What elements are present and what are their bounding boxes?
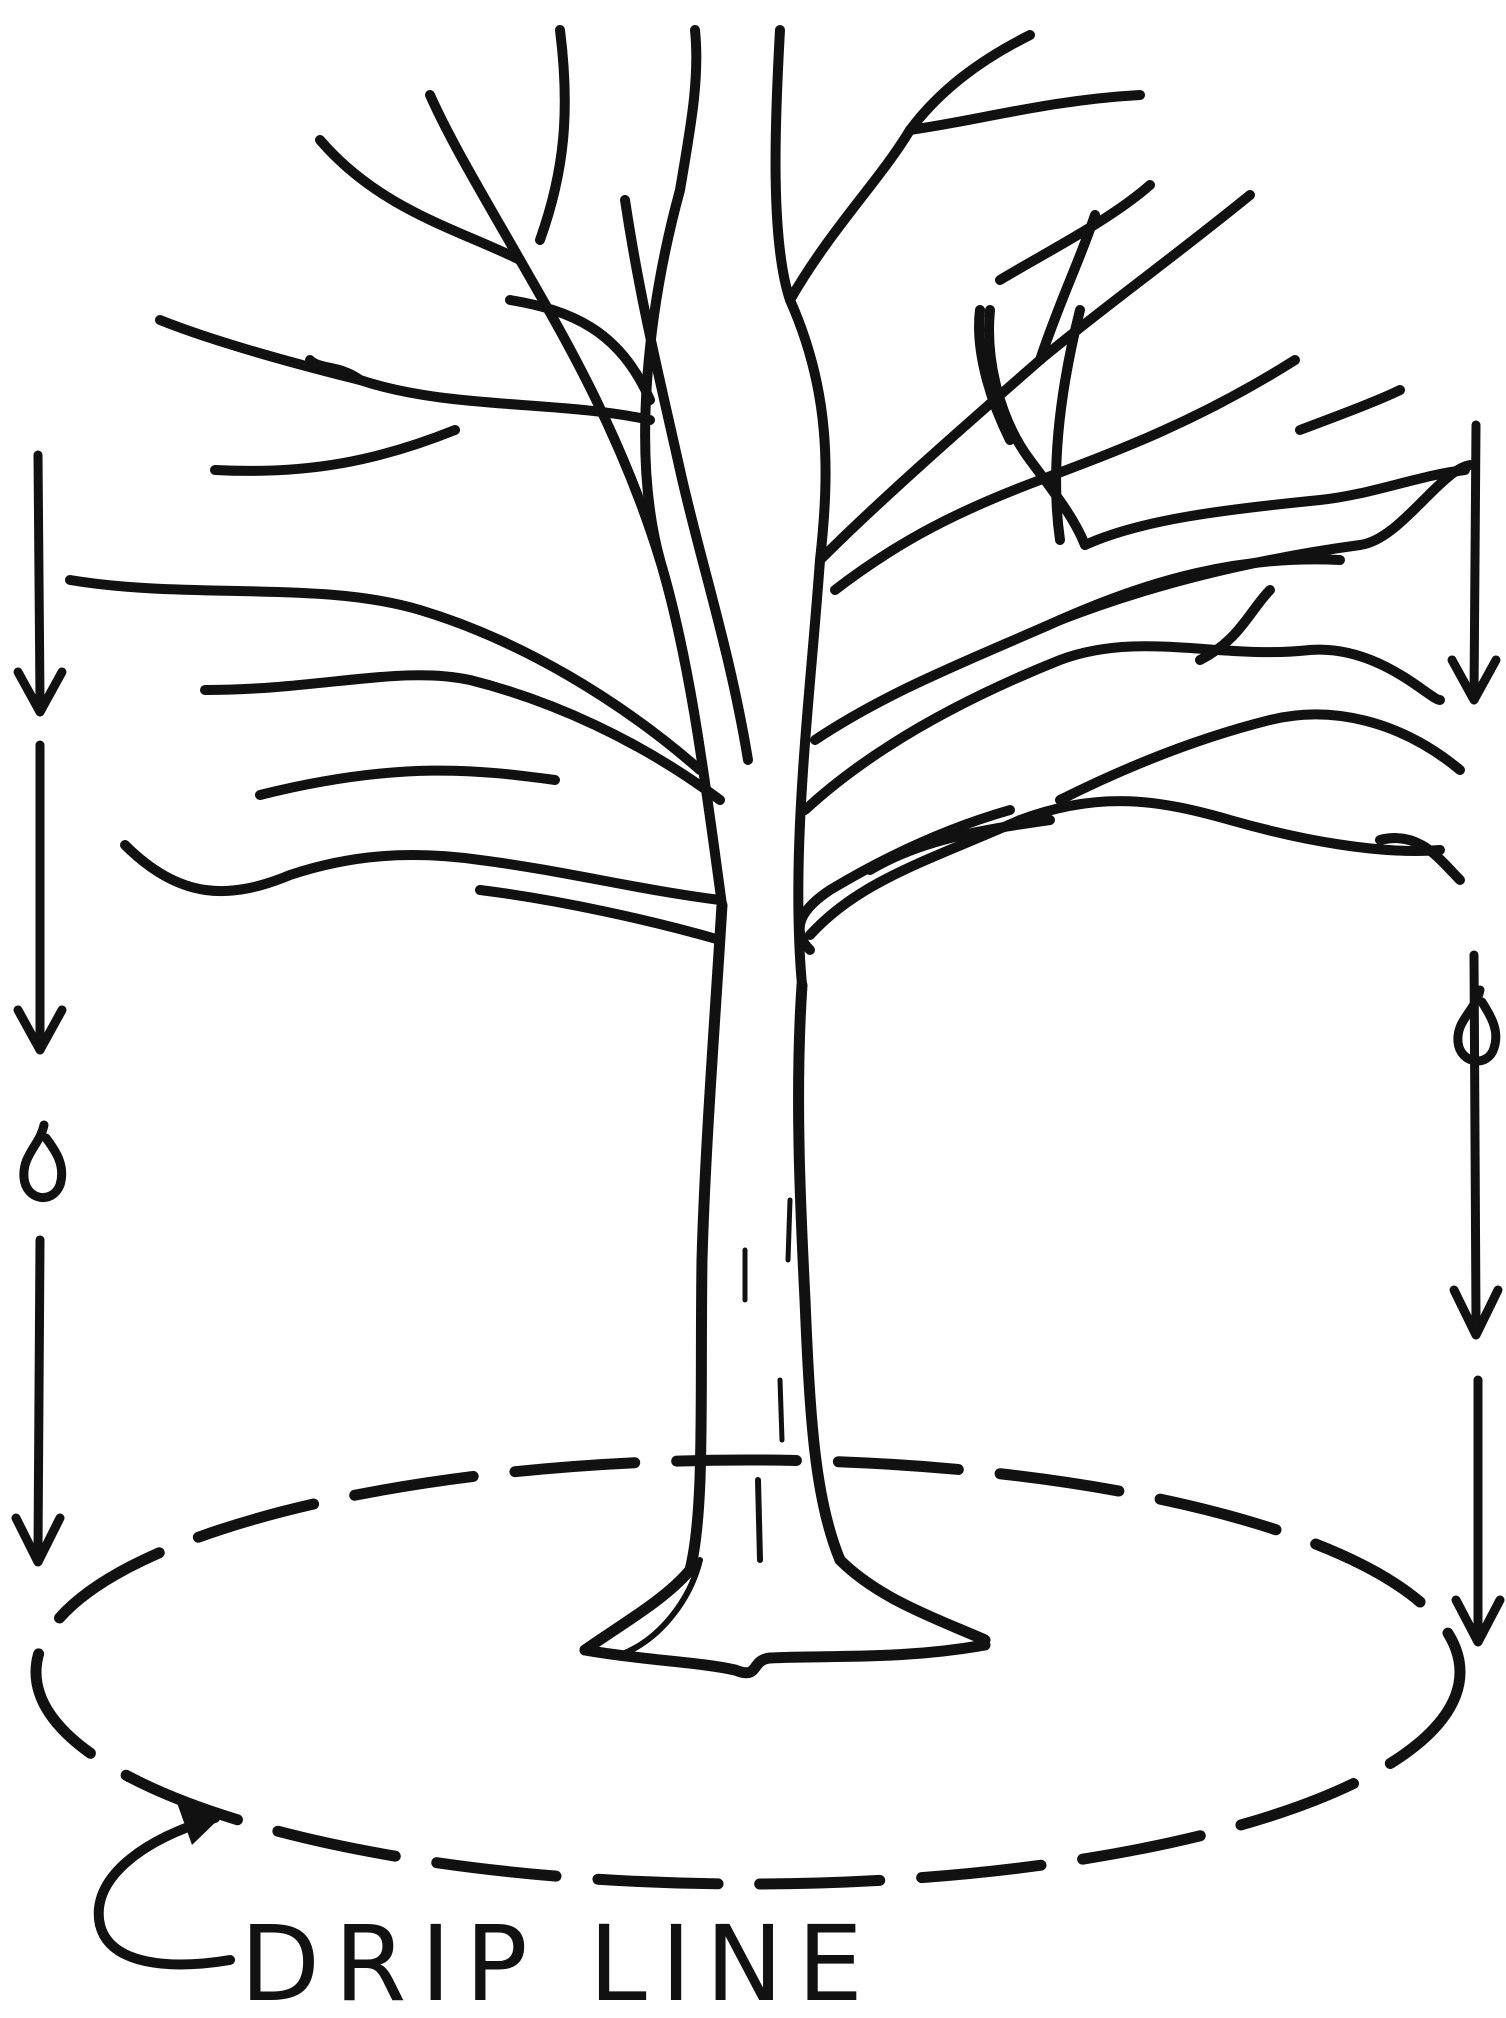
drip-line-label: DRIP LINE <box>240 1903 877 2018</box>
water-drop-left-icon <box>24 1125 62 1198</box>
left-rain-arrows <box>16 455 62 1562</box>
label-pointer-arrow <box>99 1800 230 1964</box>
tree <box>70 30 1470 1673</box>
tree-branches <box>70 30 1470 985</box>
tree-trunk <box>585 905 985 1673</box>
